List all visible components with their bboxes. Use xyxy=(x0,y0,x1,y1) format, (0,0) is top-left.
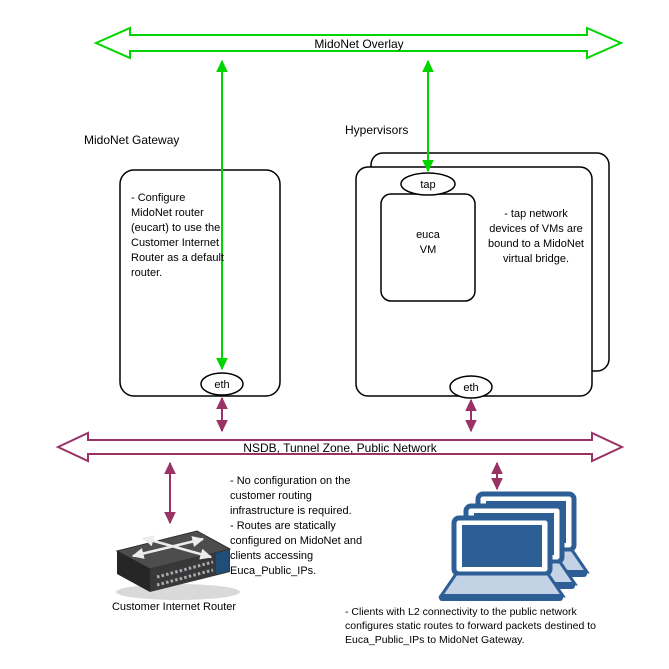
router-icon xyxy=(115,530,240,600)
public-network-arrow xyxy=(55,431,625,463)
clients-note: - Clients with L2 connectivity to the pu… xyxy=(345,606,596,646)
eth-port-gateway xyxy=(200,372,244,396)
eth-port-hypervisor xyxy=(449,375,493,399)
gateway-title: MidoNet Gateway xyxy=(84,133,180,147)
gateway-eth-label: eth xyxy=(214,379,230,391)
router-label: Customer Internet Router xyxy=(111,601,237,613)
hypervisor-eth-label: eth xyxy=(463,382,479,394)
laptops-icon xyxy=(439,494,587,601)
hypervisor-note: - tap network devices of VMs are bound t… xyxy=(487,208,584,265)
public-network-arrow-label: NSDB, Tunnel Zone, Public Network xyxy=(243,441,437,455)
hypervisors-title: Hypervisors xyxy=(345,123,409,137)
gateway-box xyxy=(119,169,281,397)
gateway-note: - Configure MidoNet router (eucart) to u… xyxy=(131,192,224,279)
tap-port xyxy=(400,172,456,196)
overlay-arrow-label: MidoNet Overlay xyxy=(314,37,404,51)
overlay-arrow xyxy=(93,26,624,60)
tap-label: tap xyxy=(420,179,436,191)
vm-label: euca VM xyxy=(416,229,440,256)
customer-note: - No configuration on the customer routi… xyxy=(230,475,363,577)
